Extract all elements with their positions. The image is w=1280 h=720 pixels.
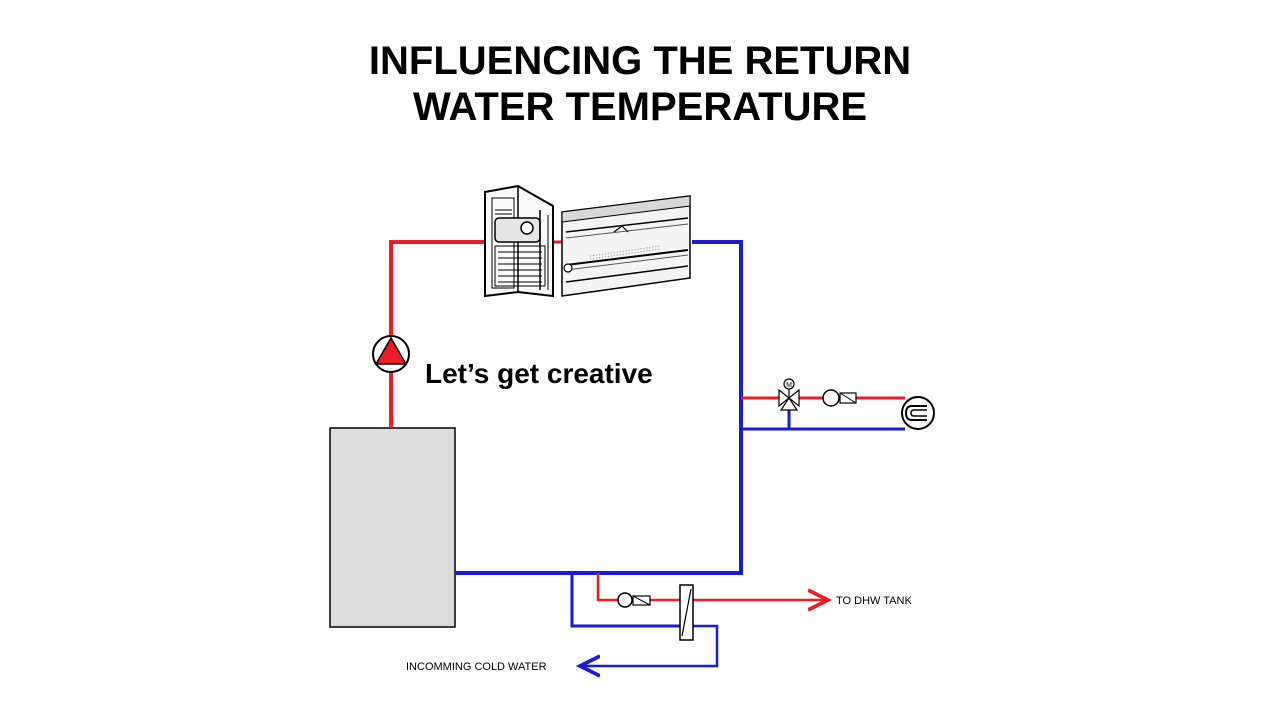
circulator-pump-icon xyxy=(372,335,410,373)
check-valve-icon xyxy=(822,389,857,407)
supply-pipe-main xyxy=(389,240,487,428)
dhw-tank-label: TO DHW TANK xyxy=(836,595,912,607)
dhw-check-valve-icon xyxy=(617,592,651,608)
svg-text:M: M xyxy=(786,382,792,389)
cold-water-pipe xyxy=(580,624,719,666)
title-line-1: INFLUENCING THE RETURN xyxy=(368,39,912,83)
dhw-return-pipe xyxy=(570,573,680,628)
radiant-coil-icon xyxy=(901,396,935,430)
cold-water-label: INCOMMING COLD WATER xyxy=(406,661,547,673)
page-title: INFLUENCING THE RETURN WATER TEMPERATURE xyxy=(0,38,1280,130)
fan-coil-icon xyxy=(484,184,554,298)
baseboard-heater-icon xyxy=(561,195,691,297)
title-line-2: WATER TEMPERATURE xyxy=(412,85,868,129)
boiler xyxy=(329,427,456,628)
plate-heat-exchanger-icon xyxy=(679,584,694,641)
dhw-supply-pipe xyxy=(596,573,828,600)
three-way-valve-icon: M xyxy=(778,378,800,411)
callout-text: Let’s get creative xyxy=(425,358,653,389)
